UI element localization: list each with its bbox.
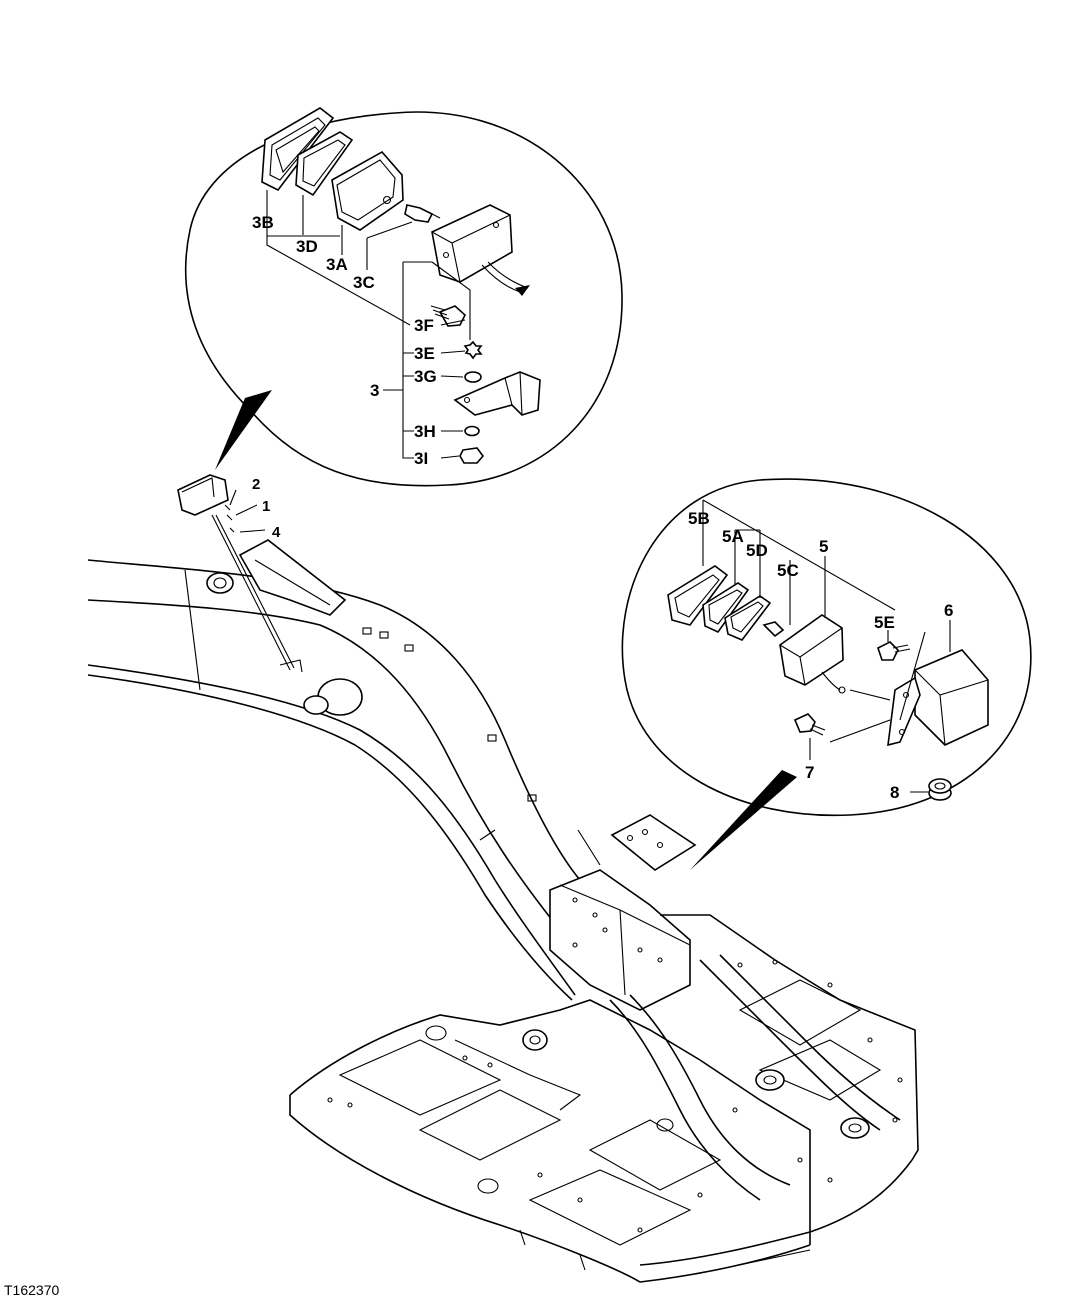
spring-washer-icon: [464, 425, 480, 437]
bulb-icon: [404, 204, 441, 223]
detail-bubble-work-light: 3B 3D 3A 3C 3F 3E 3G 3 3H 3I: [184, 107, 623, 487]
lock-washer-icon: [463, 340, 483, 360]
callout-5A: 5A: [722, 527, 744, 546]
washer-icon: [464, 371, 482, 383]
boom: [87, 539, 581, 1001]
boom-cylinder-pin: [522, 1029, 548, 1051]
callout-5E: 5E: [874, 613, 895, 632]
pointer-wedge-right: [690, 770, 797, 870]
lamp-housing-icon: [779, 614, 846, 694]
nut-icon: [459, 447, 485, 464]
callout-3A: 3A: [326, 255, 348, 274]
pointer-wedge: [215, 390, 272, 470]
figure-id-label: T162370: [4, 1282, 60, 1298]
mounting-bracket-icon: [453, 371, 541, 416]
callout-3H: 3H: [414, 422, 436, 441]
callout-3F: 3F: [414, 316, 434, 335]
swing-pin: [755, 1069, 785, 1091]
callout-4: 4: [272, 524, 281, 541]
callout-5C: 5C: [777, 561, 799, 580]
callout-3I: 3I: [414, 449, 428, 468]
flange-bolt-icon: [793, 713, 826, 736]
frame-pin: [840, 1117, 870, 1139]
bolt-icon: [877, 641, 911, 661]
lens-frame-icon: [667, 565, 729, 626]
callout-5B: 5B: [688, 509, 710, 528]
grommet-icon: [928, 778, 952, 801]
frame-side-lamp: [577, 814, 697, 871]
callout-6: 6: [944, 601, 953, 620]
lens-icon: [702, 582, 750, 634]
callout-3B: 3B: [252, 213, 274, 232]
detail-bubble-side-lamp: 5B 5A 5D 5C 5 5E 6 7 8: [621, 478, 1032, 870]
callout-3C: 3C: [353, 273, 375, 292]
callout-3E: 3E: [414, 344, 435, 363]
lamp-housing-icon: [331, 150, 404, 231]
lamp-guard-icon: [887, 649, 989, 747]
bulb-icon: [762, 621, 785, 638]
boom-pin: [206, 572, 234, 594]
callout-7: 7: [805, 763, 814, 782]
gasket-icon: [724, 595, 772, 641]
upper-structure-frame: [289, 914, 919, 1283]
callout-3G: 3G: [414, 367, 437, 386]
leader-lines-top: [266, 190, 471, 459]
callout-1: 1: [262, 498, 270, 515]
boom-work-light: [177, 474, 303, 673]
callout-8: 8: [890, 783, 899, 802]
callout-3: 3: [370, 381, 379, 400]
rear-housing-icon: [431, 204, 530, 296]
callout-5D: 5D: [746, 541, 768, 560]
leader-lines-right: [702, 499, 951, 793]
boom-foot-mount: [549, 869, 691, 1011]
gasket-icon: [295, 131, 354, 197]
excavator-boom-and-frame: 2 1 4: [87, 474, 919, 1283]
callout-5: 5: [819, 537, 828, 556]
callout-2: 2: [252, 476, 260, 493]
callout-3D: 3D: [296, 237, 318, 256]
